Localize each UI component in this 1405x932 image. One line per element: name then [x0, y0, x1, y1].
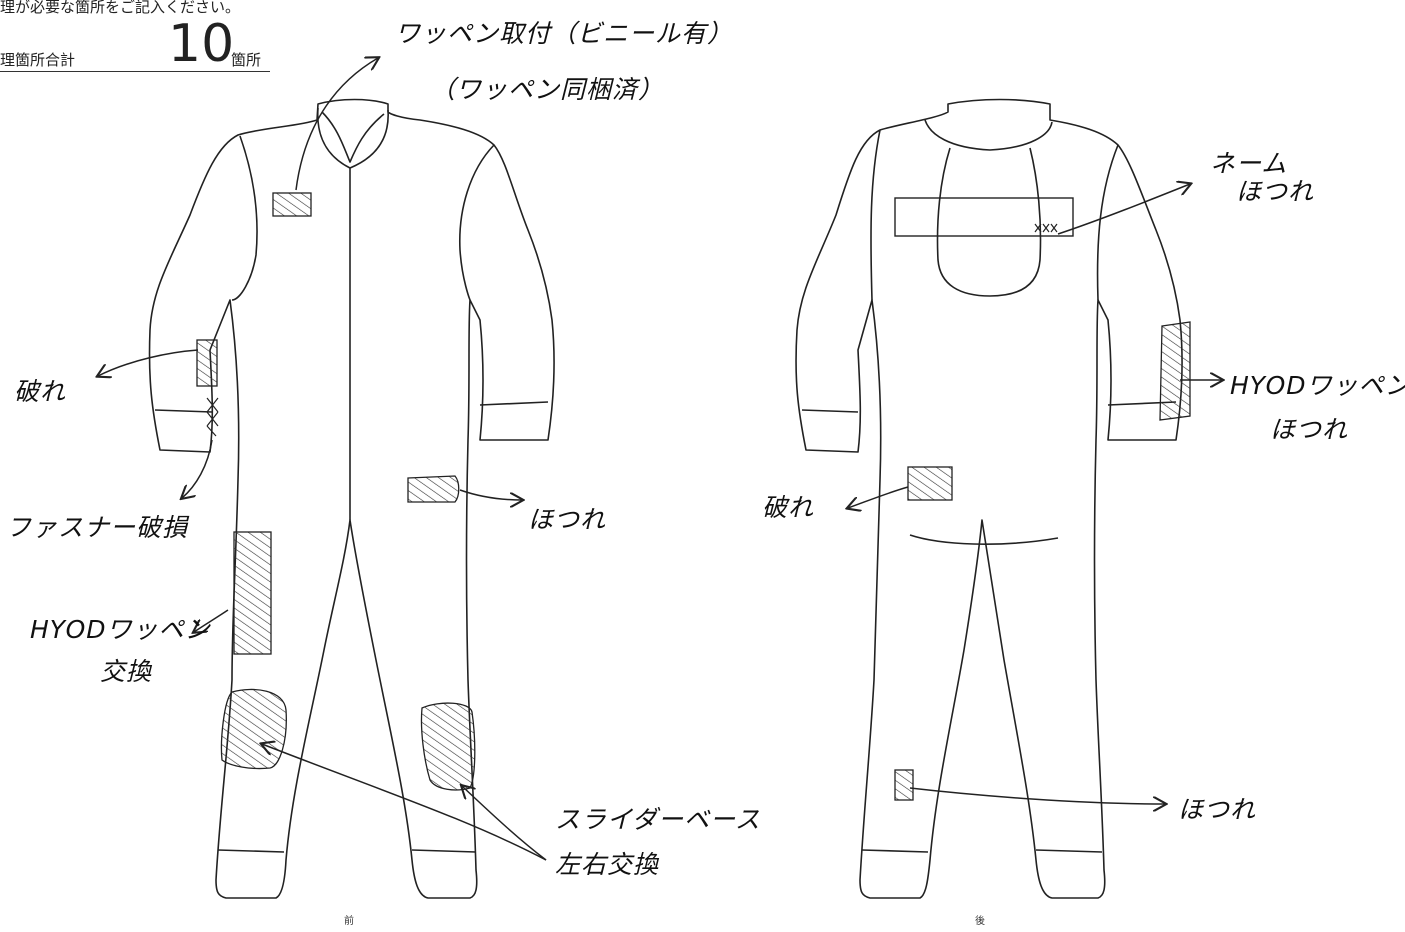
front-fray-mark	[407, 475, 460, 503]
back-sleeve-patch-mark	[1159, 321, 1191, 421]
back-hyod-patch-note: HYODワッペン	[1230, 371, 1405, 400]
back-name-plate	[894, 197, 1074, 237]
back-leg-arrow	[909, 787, 1165, 804]
front-patch-enclosed-note: （ワッペン同梱済）	[430, 75, 665, 104]
front-zipper-arrow	[182, 439, 213, 498]
back-tear-arrow	[848, 486, 909, 508]
front-tear-note: 破れ	[14, 377, 67, 406]
front-hyod-arrow	[194, 609, 229, 632]
back-name-arrow	[1057, 184, 1190, 235]
back-hyod-fray-note: ほつれ	[1270, 415, 1349, 444]
total-underline	[0, 71, 270, 72]
front-hyod-patch-note: HYODワッペン	[30, 615, 211, 644]
back-hip-tear-mark	[907, 466, 953, 501]
front-zipper-damage-mark	[206, 397, 219, 437]
front-right-slider-mark	[420, 702, 476, 791]
back-name-fray-mark	[1034, 223, 1058, 233]
front-slider-base-note: スライダーベース	[555, 805, 761, 834]
total-repairs-unit: 箇所	[231, 51, 262, 69]
front-sleeve-tear-mark	[196, 339, 218, 387]
front-left-slider-arrow	[262, 744, 547, 861]
front-fray-arrow	[459, 489, 522, 500]
total-repairs-label: 理箇所合計	[0, 51, 76, 69]
front-chest-patch-mark	[272, 192, 312, 217]
front-patch-arrow	[295, 58, 378, 191]
instruction-text: 理が必要な箇所をご記入ください。	[0, 0, 241, 16]
back-suit-outline	[795, 98, 1183, 899]
front-replace-note: 交換	[100, 657, 153, 686]
back-name-fray-note: ほつれ	[1236, 177, 1315, 206]
back-leg-fray-mark	[894, 769, 914, 801]
front-patch-attach-note: ワッペン取付（ビニール有）	[395, 19, 734, 48]
back-name-note: ネーム	[1210, 149, 1288, 178]
front-tear-arrow	[98, 349, 199, 376]
total-repairs-count: 10	[168, 14, 235, 74]
front-left-slider-mark	[220, 688, 287, 770]
back-fray-note: ほつれ	[1178, 795, 1257, 824]
front-slider-replace-note: 左右交換	[555, 850, 660, 879]
front-suit-outline	[148, 98, 555, 899]
back-caption: 後	[975, 916, 985, 927]
back-tear-note: 破れ	[762, 493, 815, 522]
front-caption: 前	[344, 916, 354, 927]
front-fray-note: ほつれ	[528, 505, 607, 534]
front-zipper-damage-note: ファスナー破損	[6, 513, 189, 542]
front-right-slider-arrow	[462, 786, 547, 861]
front-hyod-patch-mark	[233, 531, 272, 655]
